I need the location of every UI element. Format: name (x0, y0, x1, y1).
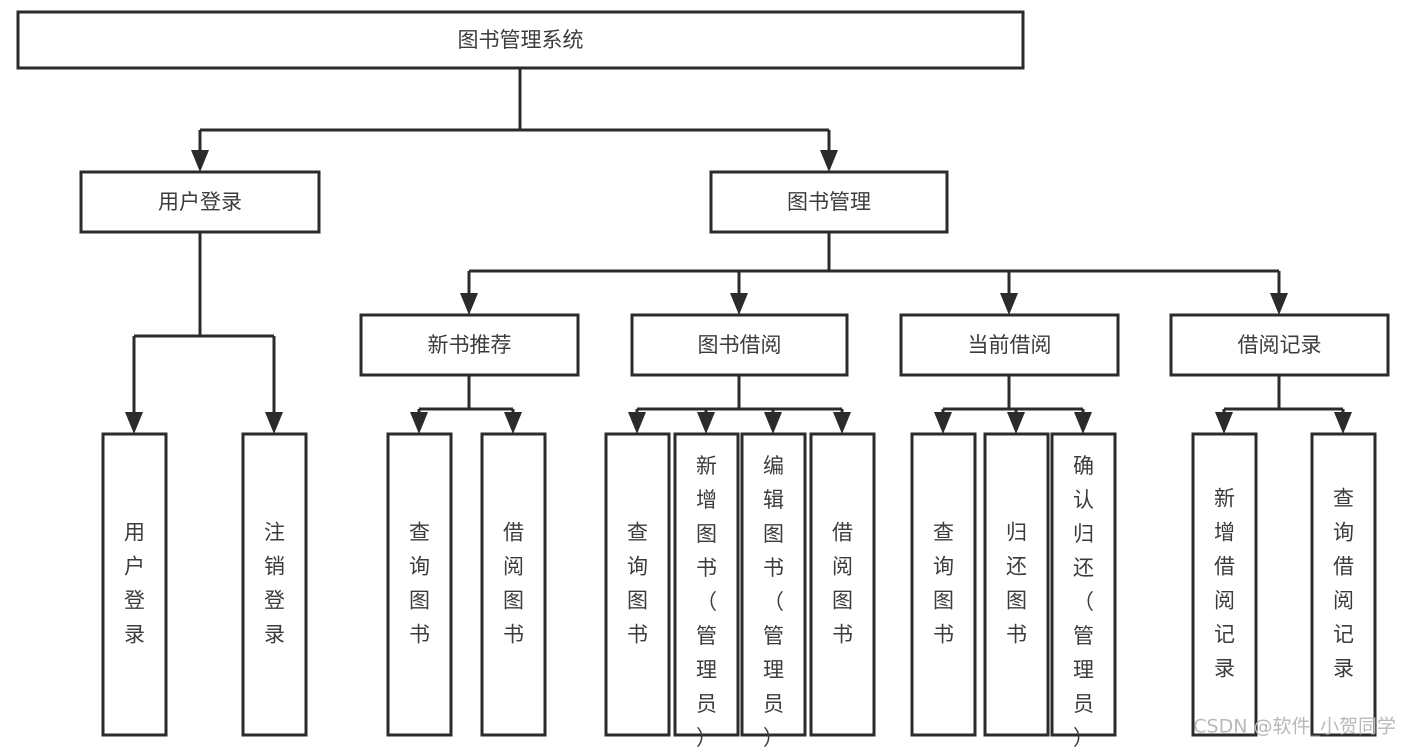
arrow-head-user-login (191, 150, 209, 172)
node-leaf-user-login[interactable]: 用户登录 (101, 432, 168, 737)
arrow-head-borrow-record (1270, 293, 1288, 315)
node-label-leaf-rec-query-record: 查询借阅记录 (1333, 487, 1354, 681)
node-label-root: 图书管理系统 (458, 28, 584, 52)
node-leaf-rec-query-record[interactable]: 查询借阅记录 (1310, 432, 1377, 737)
node-box-leaf-cur-confirm-return (1050, 432, 1117, 737)
arrow-head-current-borrow (1000, 293, 1018, 315)
node-label-leaf-borrow-edit-book: 编辑图书（管理员） (763, 454, 784, 747)
node-label-leaf-borrow-borrow-book: 借阅图书 (832, 521, 853, 647)
node-box-leaf-cur-return-book (983, 432, 1050, 737)
node-leaf-borrow-edit-book[interactable]: 编辑图书（管理员） (740, 432, 807, 747)
arrow-head-leaf-user-login (125, 412, 143, 434)
node-label-leaf-user-logout: 注销登录 (264, 521, 285, 647)
node-leaf-user-logout[interactable]: 注销登录 (241, 432, 308, 737)
arrow-head-leaf-rec-query-record (1334, 412, 1352, 434)
node-root[interactable]: 图书管理系统 (16, 10, 1025, 70)
arrow-head-leaf-borrow-add-book (697, 412, 715, 434)
arrow-head-leaf-user-logout (265, 412, 283, 434)
node-leaf-borrow-borrow-book[interactable]: 借阅图书 (809, 432, 876, 737)
node-box-user-login (79, 170, 321, 234)
node-box-new-book-rec (359, 313, 580, 377)
node-new-book-rec[interactable]: 新书推荐 (359, 313, 580, 377)
node-leaf-borrow-add-book[interactable]: 新增图书（管理员） (673, 432, 740, 747)
connector-group-current-borrow-to-leaves (934, 375, 1092, 434)
node-box-book-manage (709, 170, 949, 234)
node-label-leaf-cur-return-book: 归还图书 (1006, 521, 1027, 647)
node-book-borrow[interactable]: 图书借阅 (630, 313, 849, 377)
arrow-head-leaf-cur-confirm-return (1074, 412, 1092, 434)
connector-group-borrow-record-to-leaves (1215, 375, 1352, 434)
connector-group-user-login-to-leaves (125, 232, 283, 434)
node-box-borrow-record (1169, 313, 1390, 377)
connector-group-root-to-level1 (191, 68, 838, 172)
arrow-head-leaf-borrow-borrow-book (833, 412, 851, 434)
node-leaf-cur-query-book[interactable]: 查询图书 (910, 432, 977, 737)
node-box-book-borrow (630, 313, 849, 377)
node-leaf-cur-confirm-return[interactable]: 确认归还（管理员） (1050, 432, 1117, 747)
node-label-leaf-rec-add-record: 新增借阅记录 (1214, 487, 1235, 681)
connector-layer (125, 68, 1352, 434)
csdn-watermark: CSDN @软件_小贺同学 (1193, 716, 1396, 738)
node-box-leaf-user-login (101, 432, 168, 737)
node-label-leaf-borrow-add-book: 新增图书（管理员） (696, 454, 717, 747)
arrow-head-leaf-cur-query-book (934, 412, 952, 434)
arrow-head-leaf-rec-borrow-book (504, 412, 522, 434)
node-label-leaf-borrow-query-book: 查询图书 (627, 521, 648, 647)
node-box-leaf-rec-query-record (1310, 432, 1377, 737)
node-box-leaf-borrow-add-book (673, 432, 740, 737)
node-label-leaf-cur-query-book: 查询图书 (933, 521, 954, 647)
connector-group-book-borrow-to-leaves (628, 375, 851, 434)
node-box-leaf-borrow-query-book (604, 432, 671, 737)
node-box-leaf-rec-add-record (1191, 432, 1258, 737)
arrow-head-leaf-borrow-query-book (628, 412, 646, 434)
arrow-head-leaf-borrow-edit-book (764, 412, 782, 434)
node-label-leaf-rec-query-book: 查询图书 (409, 521, 430, 647)
connector-group-book-manage-to-level2 (460, 232, 1288, 315)
arrow-head-leaf-rec-add-record (1215, 412, 1233, 434)
node-leaf-rec-add-record[interactable]: 新增借阅记录 (1191, 432, 1258, 737)
node-label-user-login: 用户登录 (158, 190, 242, 214)
arrow-head-leaf-rec-query-book (410, 412, 428, 434)
node-box-leaf-borrow-edit-book (740, 432, 807, 737)
node-label-borrow-record: 借阅记录 (1238, 333, 1322, 357)
node-label-leaf-rec-borrow-book: 借阅图书 (503, 521, 524, 647)
node-box-leaf-rec-borrow-book (480, 432, 547, 737)
arrow-head-book-manage (820, 150, 838, 172)
node-layer: 图书管理系统用户登录图书管理新书推荐图书借阅当前借阅借阅记录用户登录注销登录查询… (16, 10, 1390, 747)
node-box-leaf-borrow-borrow-book (809, 432, 876, 737)
node-box-leaf-cur-query-book (910, 432, 977, 737)
node-label-leaf-user-login: 用户登录 (124, 521, 145, 647)
node-leaf-cur-return-book[interactable]: 归还图书 (983, 432, 1050, 737)
node-label-book-borrow: 图书借阅 (698, 333, 782, 357)
node-label-leaf-cur-confirm-return: 确认归还（管理员） (1073, 454, 1094, 747)
node-label-book-manage: 图书管理 (787, 190, 871, 214)
node-label-new-book-rec: 新书推荐 (428, 333, 512, 357)
node-label-current-borrow: 当前借阅 (968, 333, 1052, 357)
node-current-borrow[interactable]: 当前借阅 (899, 313, 1120, 377)
node-box-leaf-rec-query-book (386, 432, 453, 737)
arrow-head-book-borrow (730, 293, 748, 315)
arrow-head-leaf-cur-return-book (1007, 412, 1025, 434)
node-leaf-rec-borrow-book[interactable]: 借阅图书 (480, 432, 547, 737)
node-book-manage[interactable]: 图书管理 (709, 170, 949, 234)
node-box-current-borrow (899, 313, 1120, 377)
node-leaf-borrow-query-book[interactable]: 查询图书 (604, 432, 671, 737)
node-box-leaf-user-logout (241, 432, 308, 737)
node-user-login[interactable]: 用户登录 (79, 170, 321, 234)
connector-group-new-book-rec-to-leaves (410, 375, 522, 434)
node-box-root (16, 10, 1025, 70)
node-borrow-record[interactable]: 借阅记录 (1169, 313, 1390, 377)
node-leaf-rec-query-book[interactable]: 查询图书 (386, 432, 453, 737)
arrow-head-new-book-rec (460, 293, 478, 315)
